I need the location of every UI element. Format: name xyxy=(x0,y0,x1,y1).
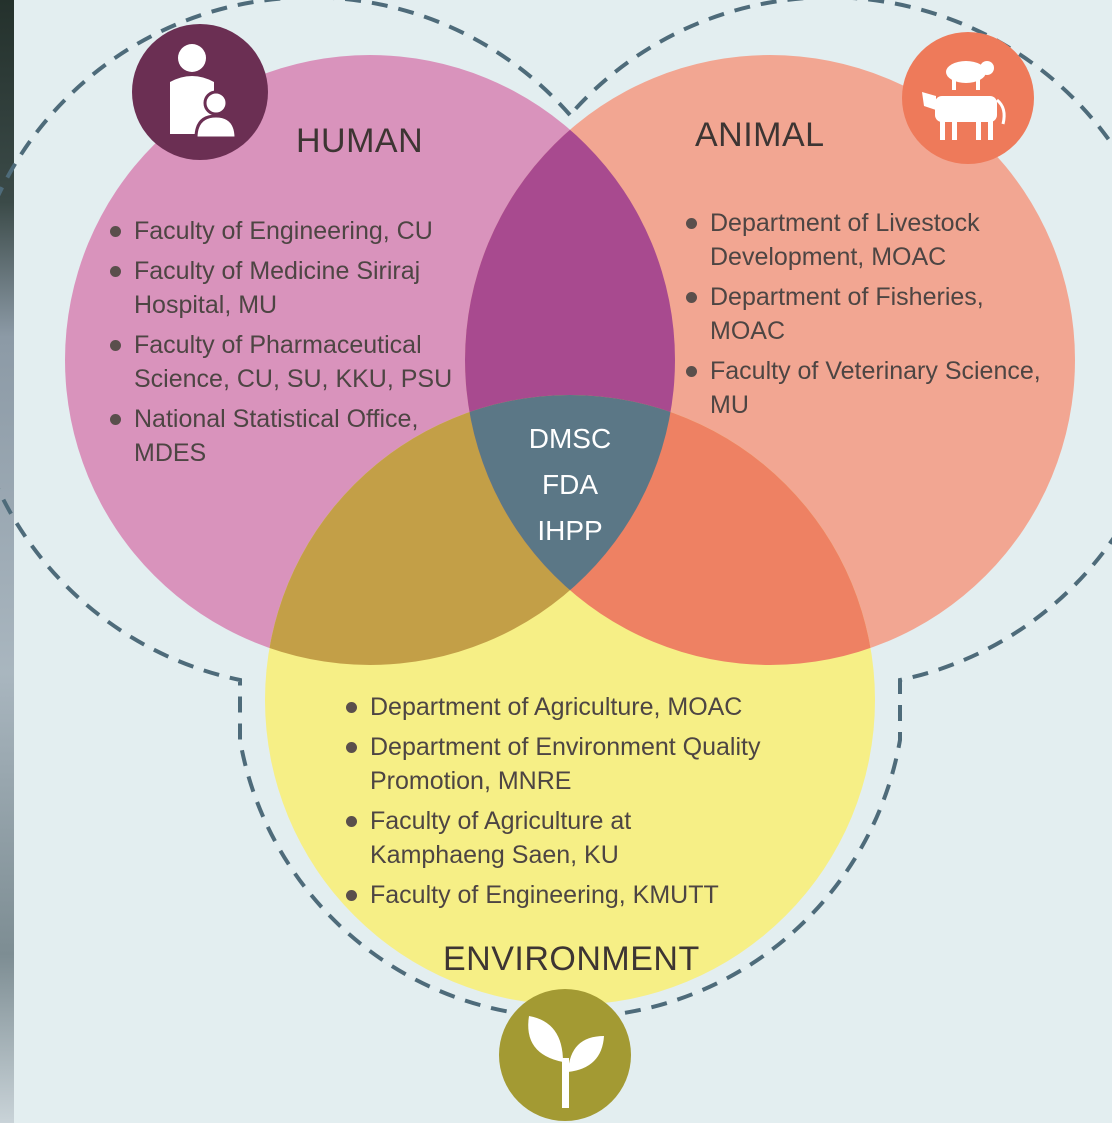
list-item: Department of Environment Quality Promot… xyxy=(344,730,824,798)
list-item: Faculty of Agriculture at Kamphaeng Saen… xyxy=(344,804,824,872)
bullet-icon xyxy=(110,226,121,237)
bullet-icon xyxy=(346,816,357,827)
human-list: Faculty of Engineering, CU Faculty of Me… xyxy=(108,214,468,476)
list-item: Department of Fisheries, MOAC xyxy=(684,280,1084,348)
list-item: Department of Livestock Development, MOA… xyxy=(684,206,1084,274)
list-item: Faculty of Engineering, CU xyxy=(108,214,468,248)
list-item: Faculty of Veterinary Science, MU xyxy=(684,354,1084,422)
center-label: IHPP xyxy=(537,515,603,546)
bullet-icon xyxy=(346,702,357,713)
center-label: DMSC xyxy=(528,423,612,454)
list-item: Department of Agriculture, MOAC xyxy=(344,690,824,724)
list-item: Faculty of Engineering, KMUTT xyxy=(344,878,824,912)
human-environment-overlap xyxy=(265,395,675,665)
human-title: HUMAN xyxy=(296,122,424,160)
animal-environment-overlap xyxy=(465,395,875,665)
dashed-outline xyxy=(0,0,1112,1020)
bullet-icon xyxy=(346,890,357,901)
sprout-icon xyxy=(499,989,631,1121)
center-label: FDA xyxy=(542,469,598,500)
list-item: Faculty of Pharmaceutical Science, CU, S… xyxy=(108,328,468,396)
animal-title: ANIMAL xyxy=(695,116,825,154)
bullet-icon xyxy=(686,292,697,303)
environment-title: ENVIRONMENT xyxy=(443,940,700,978)
parent-child-icon xyxy=(132,24,268,160)
center-labels: DMSC FDA IHPP xyxy=(510,416,630,554)
environment-list: Department of Agriculture, MOAC Departme… xyxy=(344,690,824,918)
livestock-icon xyxy=(902,32,1034,164)
bullet-icon xyxy=(686,366,697,377)
list-item: National Statistical Office, MDES xyxy=(108,402,468,470)
animal-list: Department of Livestock Development, MOA… xyxy=(684,206,1084,428)
bullet-icon xyxy=(686,218,697,229)
bullet-icon xyxy=(346,742,357,753)
bullet-icon xyxy=(110,266,121,277)
bullet-icon xyxy=(110,414,121,425)
list-item: Faculty of Medicine Siriraj Hospital, MU xyxy=(108,254,468,322)
bullet-icon xyxy=(110,340,121,351)
